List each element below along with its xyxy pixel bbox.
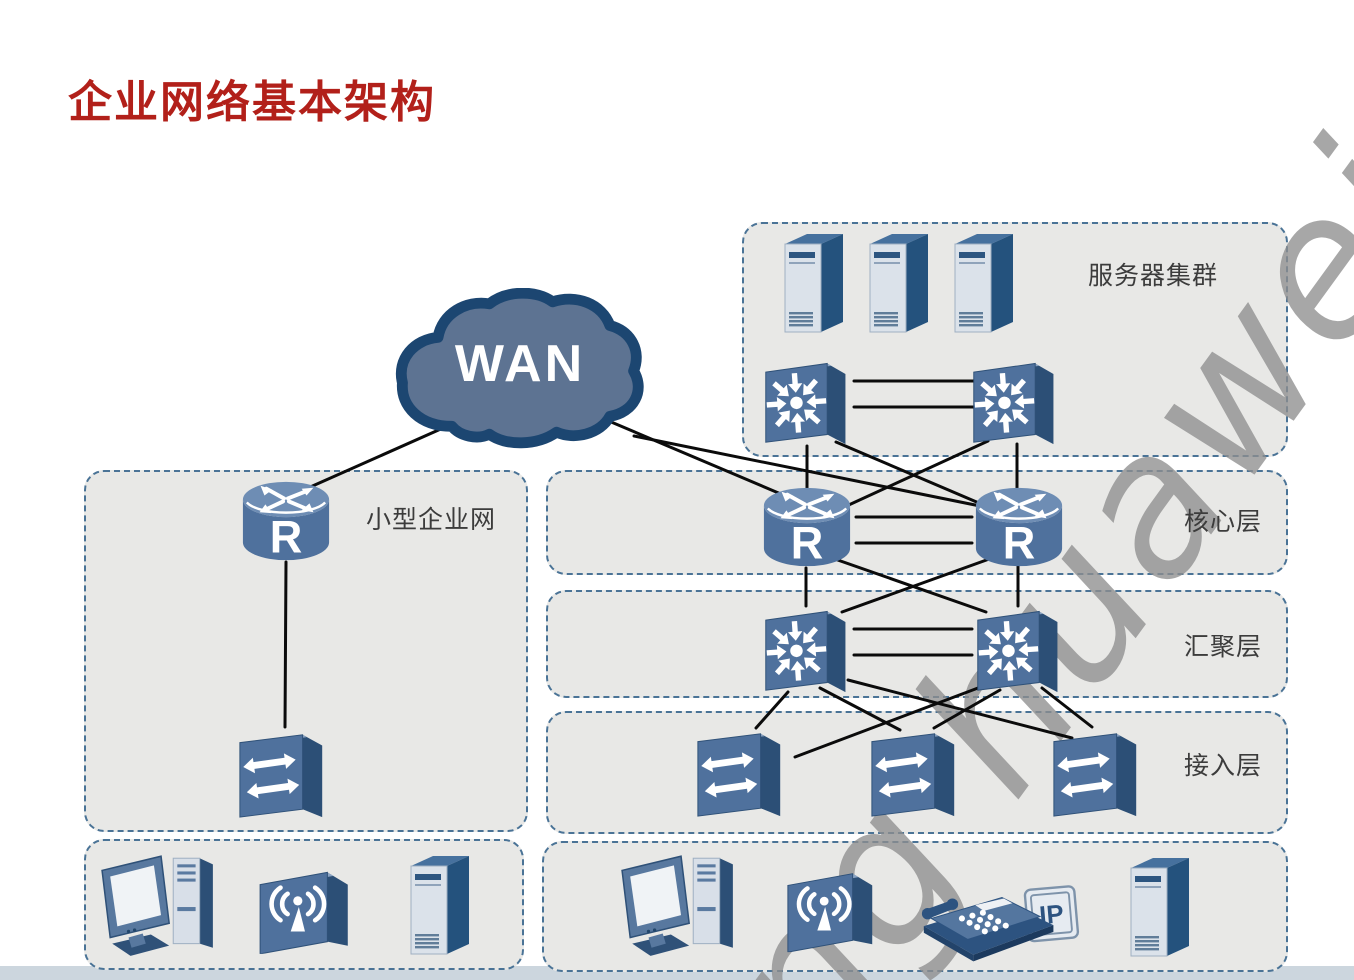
small-enterprise-switch-icon xyxy=(234,720,332,824)
ip-phone-icon: IP xyxy=(920,872,1082,964)
wan-label: WAN xyxy=(454,335,586,393)
aggregation-switch-2-icon xyxy=(972,598,1068,696)
label-aggregation-layer: 汇聚层 xyxy=(1184,633,1263,661)
server-switch-1-icon xyxy=(760,350,856,448)
label-core-layer: 核心层 xyxy=(1184,508,1263,536)
small-enterprise-router-icon: R xyxy=(237,474,335,562)
aggregation-switch-1-icon xyxy=(760,598,856,696)
core-router-1-icon: R xyxy=(758,480,856,568)
label-access-layer: 接入层 xyxy=(1184,752,1263,780)
access-switch-3-icon xyxy=(1048,720,1146,822)
cloud-icon xyxy=(395,288,644,449)
server-switch-2-icon xyxy=(968,350,1064,448)
pc-right-icon xyxy=(618,848,740,962)
wan-cloud: WAN xyxy=(386,288,654,450)
page-title: 企业网络基本架构 xyxy=(68,78,436,127)
access-switch-2-icon xyxy=(866,720,964,822)
pc-left-icon xyxy=(98,848,220,962)
wireless-ap-left-icon xyxy=(254,860,360,954)
ip-badge-label: IP xyxy=(1038,900,1065,930)
server-tower-3 xyxy=(951,226,1021,338)
server-tower-2 xyxy=(866,226,936,338)
wireless-ap-right-icon xyxy=(782,860,884,954)
core-router-2-icon: R xyxy=(970,480,1068,568)
access-switch-1-icon xyxy=(692,720,790,822)
router-letter: R xyxy=(1003,517,1036,568)
router-letter: R xyxy=(791,517,824,568)
server-tower-left-icon xyxy=(404,848,480,960)
router-letter: R xyxy=(270,511,303,562)
server-tower-1 xyxy=(781,226,851,338)
label-server-cluster: 服务器集群 xyxy=(1088,262,1219,290)
server-tower-right-icon xyxy=(1124,850,1200,962)
label-small-enterprise: 小型企业网 xyxy=(366,506,497,534)
